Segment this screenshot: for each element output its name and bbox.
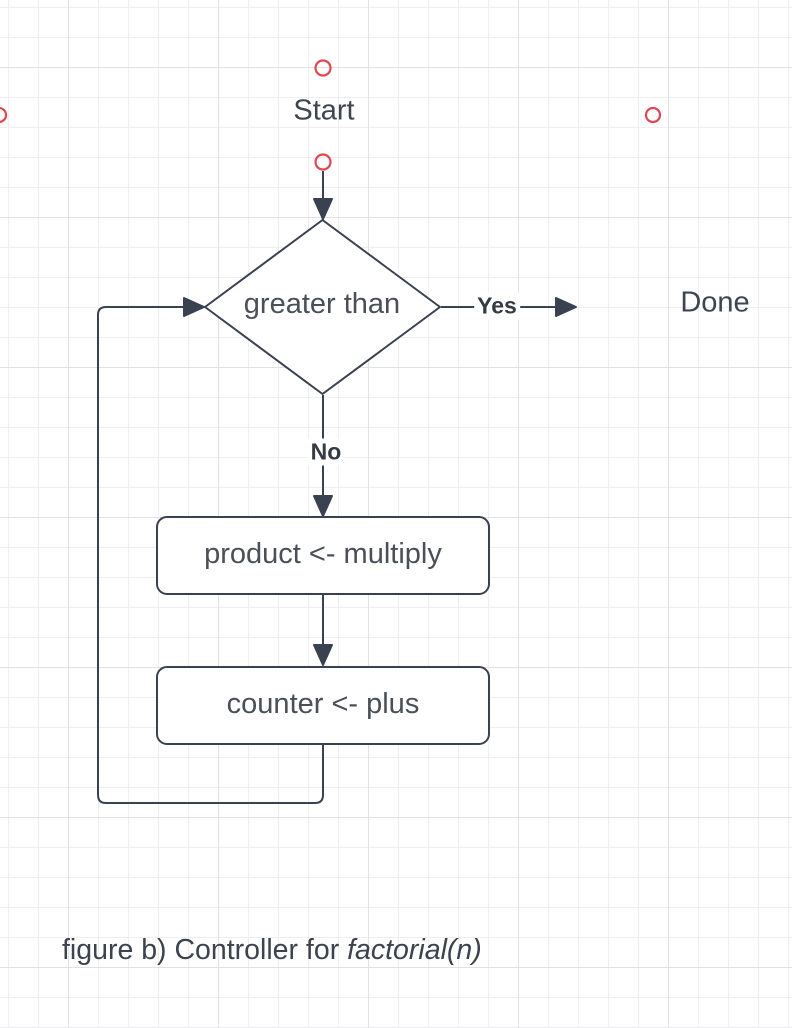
counter-label[interactable]: counter <- plus (226, 688, 420, 721)
no-edge-label[interactable]: No (307, 438, 345, 466)
connection-point[interactable] (314, 153, 332, 171)
start-label[interactable]: Start (293, 94, 355, 127)
decision-diamond-shape[interactable] (204, 219, 441, 395)
figure-caption[interactable]: figure b) Controller for factorial(n) (62, 934, 482, 967)
edge-product-to-counter[interactable] (313, 594, 333, 666)
connection-point[interactable] (644, 106, 662, 124)
connection-point[interactable] (0, 106, 8, 124)
figure-caption-italic: factorial(n) (347, 934, 482, 966)
edge-counter-to-decision[interactable] (97, 297, 324, 804)
product-process-shape[interactable] (156, 516, 490, 595)
edge-start-to-decision[interactable] (313, 171, 333, 220)
connection-point[interactable] (314, 59, 332, 77)
counter-process-shape[interactable] (156, 666, 490, 745)
figure-caption-prefix: figure b) Controller for (62, 934, 348, 966)
decision-label[interactable]: greater than (243, 288, 401, 321)
product-label[interactable]: product <- multiply (204, 538, 442, 571)
done-label[interactable]: Done (680, 286, 750, 319)
yes-edge-label[interactable]: Yes (474, 292, 520, 320)
